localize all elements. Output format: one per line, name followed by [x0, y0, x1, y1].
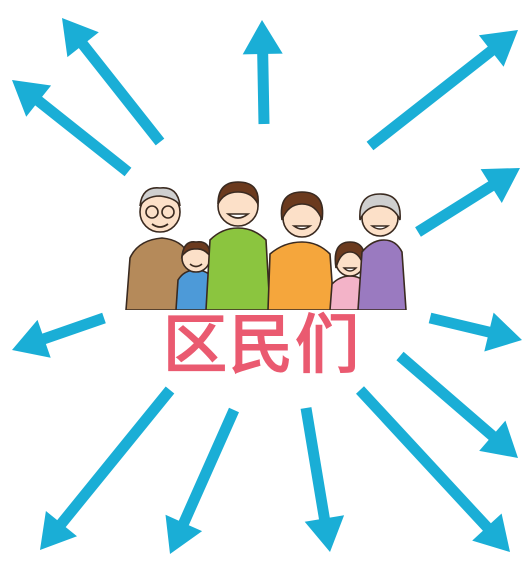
residents-title: 区民们 — [163, 309, 361, 383]
radiating-arrow-icon — [40, 386, 175, 550]
radiating-arrow-icon — [62, 18, 165, 146]
radiating-arrow-icon — [165, 407, 239, 554]
mother-figure — [267, 191, 335, 310]
radiating-arrow-icon — [300, 407, 345, 552]
radiating-arrow-icon — [396, 351, 518, 458]
radiating-arrow-icon — [428, 312, 522, 352]
family-illustration — [125, 181, 407, 310]
radiating-arrow-icon — [366, 30, 518, 151]
radiating-arrow-icon — [415, 168, 520, 237]
father-figure — [205, 181, 271, 310]
radiating-arrow-icon — [12, 312, 106, 358]
radiating-arrow-icon — [242, 20, 283, 125]
radiating-arrow-icon — [12, 80, 132, 177]
radiating-arrow-icon — [356, 386, 510, 552]
grandma-figure — [357, 193, 407, 310]
